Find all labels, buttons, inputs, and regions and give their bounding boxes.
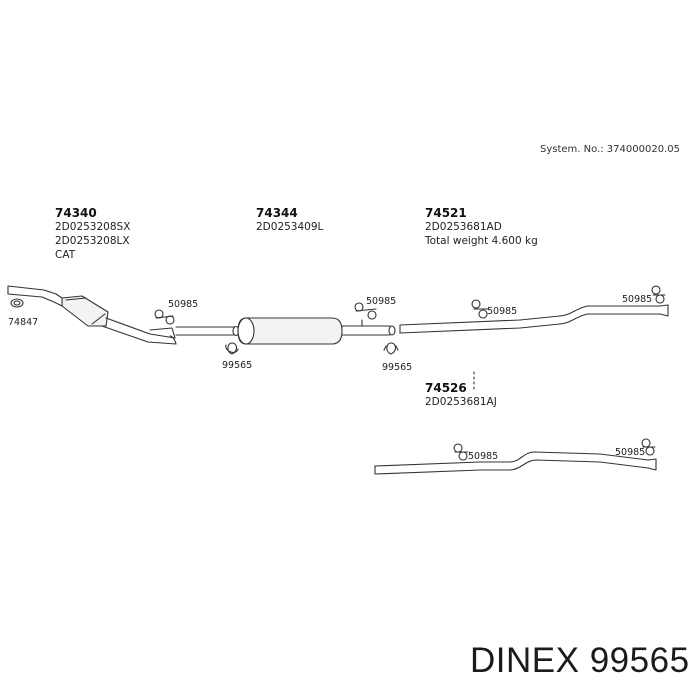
part-74344-code: 2D0253409L	[256, 221, 324, 233]
callout-99565-b: 99565	[382, 362, 412, 373]
footer-part-label: DINEX 99565	[470, 641, 690, 681]
part-74521-code: 2D0253681AD	[425, 221, 502, 233]
callout-50985-5: 50985	[468, 451, 498, 462]
intermediate-pipe	[175, 325, 240, 337]
rear-pipe-74526	[374, 451, 657, 475]
hanger-4-icon	[651, 285, 666, 304]
clamp-a-icon	[225, 342, 239, 355]
hanger-6-icon	[641, 438, 656, 456]
part-74344-number: 74344	[256, 206, 298, 220]
callout-50985-1: 50985	[168, 299, 198, 310]
brand-name: DINEX	[470, 641, 580, 680]
part-74526-code: 2D0253681AJ	[425, 396, 497, 408]
part-74340-code-2: 2D0253208LX	[55, 235, 130, 247]
part-74340-note: CAT	[55, 249, 76, 261]
callout-99565-a: 99565	[222, 360, 252, 371]
part-74521-weight: Total weight 4.600 kg	[425, 235, 538, 247]
flange-gasket-icon	[10, 298, 24, 308]
part-number: 99565	[589, 641, 690, 680]
hanger-5-icon	[453, 443, 469, 461]
part-74521-number: 74521	[425, 206, 467, 220]
callout-50985-6: 50985	[615, 447, 645, 458]
callout-50985-3: 50985	[487, 306, 517, 317]
clamp-b-icon	[383, 342, 399, 355]
part-74340-code-1: 2D0253208SX	[55, 221, 131, 233]
callout-50985-2: 50985	[366, 296, 396, 307]
part-74340-number: 74340	[55, 206, 97, 220]
part-74526-number: 74526	[425, 381, 467, 395]
rear-pipe-74521	[399, 304, 669, 334]
hanger-2-icon	[354, 302, 377, 320]
system-number: System. No.: 374000020.05	[540, 144, 680, 155]
middle-muffler	[237, 317, 396, 345]
catalytic-converter-pipe	[7, 285, 177, 345]
callout-74847: 74847	[8, 317, 38, 328]
hanger-3-icon	[471, 299, 489, 319]
hanger-1-icon	[154, 309, 175, 325]
callout-50985-4: 50985	[622, 294, 652, 305]
